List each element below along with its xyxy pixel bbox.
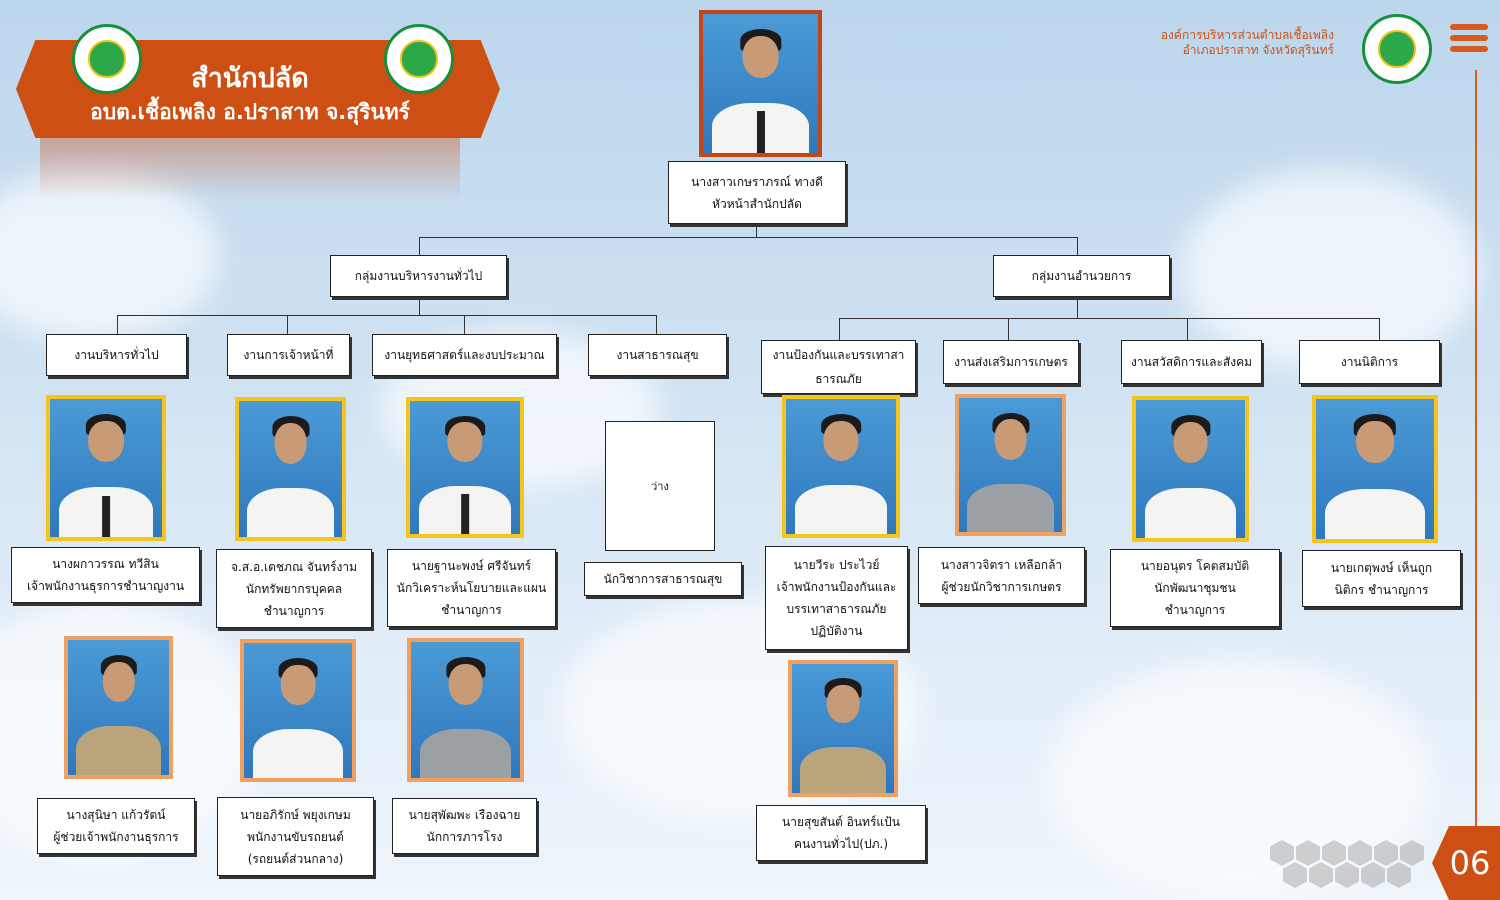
staff-name-box: นายอนุตร โคตสมบัตินักพัฒนาชุมชนชำนาญการ	[1110, 549, 1280, 627]
unit-welfare: งานสวัสดิการและสังคม	[1121, 340, 1262, 384]
seal-logo-left	[72, 24, 142, 94]
page-number-badge: 06	[1432, 826, 1500, 900]
staff-name-box: นางสุนิษา แก้วรัตน์ผู้ช่วยเจ้าพนักงานธุร…	[37, 798, 195, 854]
staff-photo	[788, 660, 898, 797]
page-title: สำนักปลัด	[191, 63, 309, 94]
staff-photo	[955, 394, 1066, 536]
staff-photo	[407, 638, 524, 782]
unit-strategy-budget: งานยุทธศาสตร์และงบประมาณ	[372, 334, 557, 376]
connector	[419, 237, 1078, 238]
connector	[1379, 318, 1380, 340]
connector	[464, 315, 465, 334]
staff-photo	[406, 397, 524, 538]
unit-personnel: งานการเจ้าหน้าที่	[227, 334, 350, 376]
hex-decoration	[1400, 840, 1424, 866]
head-name: นางสาวเกษราภรณ์ ทางดี	[691, 174, 823, 189]
connector	[1008, 318, 1009, 340]
head-name-box: นางสาวเกษราภรณ์ ทางดี หัวหน้าสำนักปลัด	[668, 161, 846, 224]
staff-name-box: นายสุขสันต์ อินทร์แป้นคนงานทั่วไป(ปภ.)	[756, 805, 926, 861]
staff-photo	[782, 395, 900, 538]
unit-legal: งานนิติการ	[1299, 340, 1440, 384]
connector	[839, 318, 1380, 319]
connector	[117, 315, 118, 334]
menu-icon[interactable]	[1450, 24, 1488, 52]
unit-general-admin: งานบริหารทั่วไป	[46, 334, 187, 376]
staff-photo	[46, 395, 166, 541]
connector	[287, 315, 288, 334]
staff-name-box: นางผกาวรรณ ทวีสินเจ้าพนักงานธุรการชำนาญง…	[11, 547, 200, 603]
group-general: กลุ่มงานบริหารงานทั่วไป	[330, 255, 507, 297]
org-name: องค์การบริหารส่วนตำบลเชื้อเพลิง อำเภอปรา…	[1160, 28, 1334, 57]
head-photo	[699, 10, 822, 157]
unit-agriculture: งานส่งเสริมการเกษตร	[943, 340, 1079, 384]
connector	[1077, 237, 1078, 255]
head-title: หัวหน้าสำนักปลัด	[712, 196, 802, 211]
connector	[756, 224, 757, 238]
connector	[656, 315, 657, 334]
staff-photo	[240, 639, 356, 782]
connector	[1077, 297, 1078, 318]
staff-name-box: นายฐานะพงษ์ ศรีจันทร์นักวิเคราะห์นโยบายแ…	[387, 549, 556, 627]
connector	[419, 297, 420, 315]
connector	[419, 237, 420, 255]
vacant-position-box: ว่าง	[605, 421, 715, 551]
group-command: กลุ่มงานอำนวยการ	[993, 255, 1170, 297]
vacant-position-name-box: นักวิชาการสาธารณสุข	[584, 562, 742, 596]
connector	[1187, 318, 1188, 340]
side-divider	[1475, 70, 1477, 830]
staff-name-box: นายสุพัฒพะ เรืองฉายนักการภารโรง	[392, 798, 537, 854]
page-subtitle: อบต.เชื้อเพลิง อ.ปราสาท จ.สุรินทร์	[90, 100, 410, 124]
unit-public-health: งานสาธารณสุข	[588, 334, 727, 376]
staff-photo	[1312, 395, 1438, 543]
staff-name-box: นายอภิรักษ์ พยุงเกษมพนักงานขับรถยนต์(รถย…	[217, 797, 374, 876]
staff-photo	[235, 397, 346, 541]
staff-name-box: นางสาวจิตรา เหลือกล้าผู้ช่วยนักวิชาการเก…	[918, 547, 1085, 604]
staff-photo	[64, 636, 173, 779]
hex-decoration	[1387, 862, 1411, 888]
staff-name-box: จ.ส.อ.เตชภณ จันทร์งามนักทรัพยากรบุคคลชำน…	[216, 549, 372, 628]
unit-disaster-prevention: งานป้องกันและบรรเทาสาธารณภัย	[761, 340, 916, 394]
seal-logo-top-right	[1362, 14, 1432, 84]
staff-photo	[1132, 396, 1249, 542]
staff-name-box: นายเกตุพงษ์ เห็นถูกนิติกร ชำนาญการ	[1302, 550, 1461, 607]
cloud	[1180, 170, 1480, 370]
staff-name-box: นายวีระ ประไวย์เจ้าพนักงานป้องกันและบรรเ…	[765, 546, 908, 650]
connector	[839, 318, 840, 340]
cloud	[0, 170, 220, 340]
banner-glow	[40, 130, 460, 200]
connector	[117, 315, 657, 316]
seal-logo-right	[384, 24, 454, 94]
